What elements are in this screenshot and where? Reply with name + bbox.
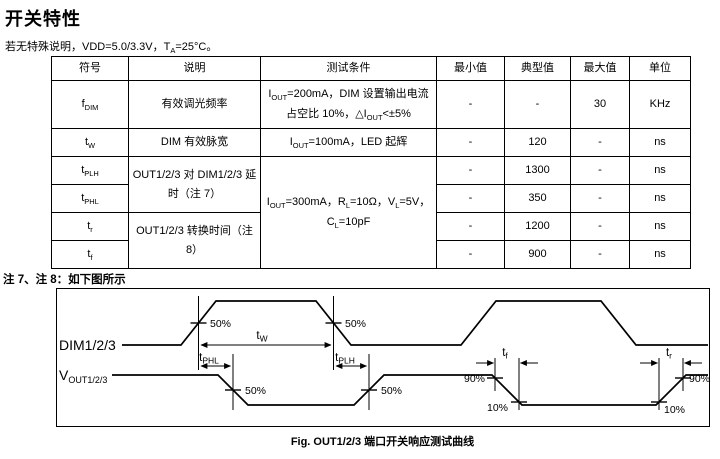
- table-row: tf-900-ns: [51, 240, 691, 269]
- table-cell: OUT1/2/3 对 DIM1/2/3 延时（注 7）: [128, 156, 261, 213]
- tplh-label: tPLH: [335, 352, 355, 366]
- table-cell: 1200: [504, 212, 571, 241]
- table-cell: -: [570, 128, 630, 157]
- table-cell: 1300: [504, 156, 571, 185]
- tw-label: tW: [256, 330, 267, 344]
- table-cell: ns: [629, 128, 691, 157]
- table-cell: fDIM: [51, 80, 129, 129]
- table-cell: -: [570, 240, 630, 269]
- table-row: tPHL-350-ns: [51, 184, 691, 213]
- vout-waveform-label: VOUT1/2/3: [59, 367, 107, 385]
- table-cell: KHz: [629, 80, 691, 129]
- column-header: 最大值: [570, 56, 630, 81]
- tr-10pct-label: 10%: [664, 404, 685, 416]
- timing-diagram: DIM1/2/3 VOUT1/2/3: [56, 288, 710, 427]
- table-cell: 900: [504, 240, 571, 269]
- table-cell: -: [570, 212, 630, 241]
- table-cell: IOUT=300mA，RL=10Ω，VL=5V，CL=10pF: [260, 156, 437, 269]
- table-cell: tW: [51, 128, 129, 157]
- table-cell: tr: [51, 212, 129, 241]
- figure-caption: Fig. OUT1/2/3 端口开关响应测试曲线: [290, 436, 475, 448]
- diagram-border: [56, 288, 710, 427]
- column-header: 典型值: [504, 56, 571, 81]
- tf-label: tf: [502, 347, 508, 361]
- table-cell: ns: [629, 184, 691, 213]
- table-cell: -: [436, 80, 505, 129]
- dim-rise-50pct-label: 50%: [210, 318, 231, 330]
- table-cell: 350: [504, 184, 571, 213]
- tf-10pct-label: 10%: [487, 402, 508, 414]
- table-cell: 30: [570, 80, 630, 129]
- table-cell: -: [436, 128, 505, 157]
- note-line: 注 7、注 8：如下图所示: [3, 274, 126, 286]
- column-header: 说明: [128, 56, 261, 81]
- vout-fall-50pct-label: 50%: [245, 385, 266, 397]
- table-cell: -: [436, 184, 505, 213]
- vout-rise-50pct-label: 50%: [381, 385, 402, 397]
- tf-90pct-label: 90%: [464, 373, 485, 385]
- dim-fall-50pct-label: 50%: [345, 318, 366, 330]
- table-cell: -: [436, 212, 505, 241]
- table-cell: -: [436, 240, 505, 269]
- vout-waveform: [112, 374, 708, 406]
- table-cell: -: [436, 156, 505, 185]
- column-header: 测试条件: [260, 56, 437, 81]
- tr-90pct-label: 90%: [689, 373, 710, 385]
- column-header: 最小值: [436, 56, 505, 81]
- table-cell: tPHL: [51, 184, 129, 213]
- timing-diagram-svg: DIM1/2/3 VOUT1/2/3: [56, 288, 710, 427]
- dim-waveform-label: DIM1/2/3: [59, 337, 116, 353]
- table-header-row: 符号说明测试条件最小值典型值最大值单位: [51, 56, 691, 81]
- table-cell: IOUT=200mA，DIM 设置输出电流占空比 10%，△IOUT<±5%: [260, 80, 437, 129]
- tphl-label: tPHL: [199, 352, 219, 366]
- table-cell: ns: [629, 240, 691, 269]
- table-cell: ns: [629, 212, 691, 241]
- table-cell: ns: [629, 156, 691, 185]
- test-condition-note: 若无特殊说明，VDD=5.0/3.3V，TA=25°C。: [5, 41, 218, 56]
- table-cell: DIM 有效脉宽: [128, 128, 261, 157]
- table-cell: tPLH: [51, 156, 129, 185]
- table-cell: -: [504, 80, 571, 129]
- table-cell: -: [570, 156, 630, 185]
- table-cell: tf: [51, 240, 129, 269]
- page-title: 开关特性: [5, 9, 81, 29]
- table-cell: OUT1/2/3 转换时间（注 8）: [128, 212, 261, 269]
- table-cell: IOUT=100mA，LED 起辉: [260, 128, 437, 157]
- table-cell: 有效调光频率: [128, 80, 261, 129]
- table-cell: 120: [504, 128, 571, 157]
- column-header: 符号: [51, 56, 129, 81]
- table-cell: -: [570, 184, 630, 213]
- tr-label: tr: [666, 347, 672, 361]
- column-header: 单位: [629, 56, 691, 81]
